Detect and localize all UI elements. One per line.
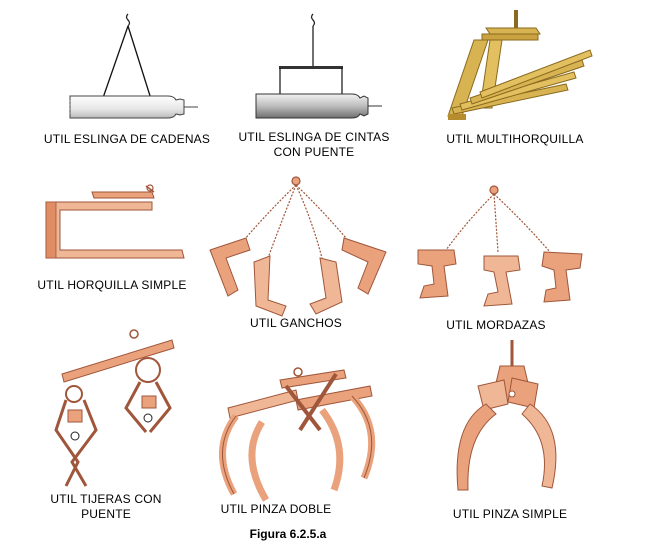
double-clamp-tool-icon	[219, 367, 376, 502]
caption-single-fork: UTIL HORQUILLA SIMPLE	[37, 278, 187, 292]
chain-sling-tool-icon	[69, 13, 198, 119]
figure-label: Figura 6.2.5.a	[249, 527, 327, 541]
caption-scissors-bridge: UTIL TIJERAS CON PUENTE	[50, 492, 162, 521]
caption-jaws: UTIL MORDAZAS	[446, 318, 546, 332]
caption-hooks: UTIL GANCHOS	[250, 316, 342, 330]
caption-single-clamp: UTIL PINZA SIMPLE	[452, 507, 568, 521]
belt-sling-bridge-tool-icon	[255, 13, 382, 119]
caption-double-clamp: UTIL PINZA DOBLE	[220, 502, 332, 516]
single-fork-tool-icon	[45, 184, 185, 259]
multi-fork-tool-icon	[447, 10, 593, 120]
scissors-bridge-tool-icon	[54, 329, 175, 487]
hooks-tool-icon	[209, 176, 387, 317]
jaws-tool-icon	[417, 185, 583, 307]
caption-belt-sling-bridge: UTIL ESLINGA DE CINTAS CON PUENTE	[238, 130, 390, 159]
caption-chain-sling: UTIL ESLINGA DE CADENAS	[43, 132, 211, 146]
caption-multi-fork: UTIL MULTIHORQUILLA	[446, 132, 584, 146]
single-clamp-tool-icon	[456, 340, 557, 491]
